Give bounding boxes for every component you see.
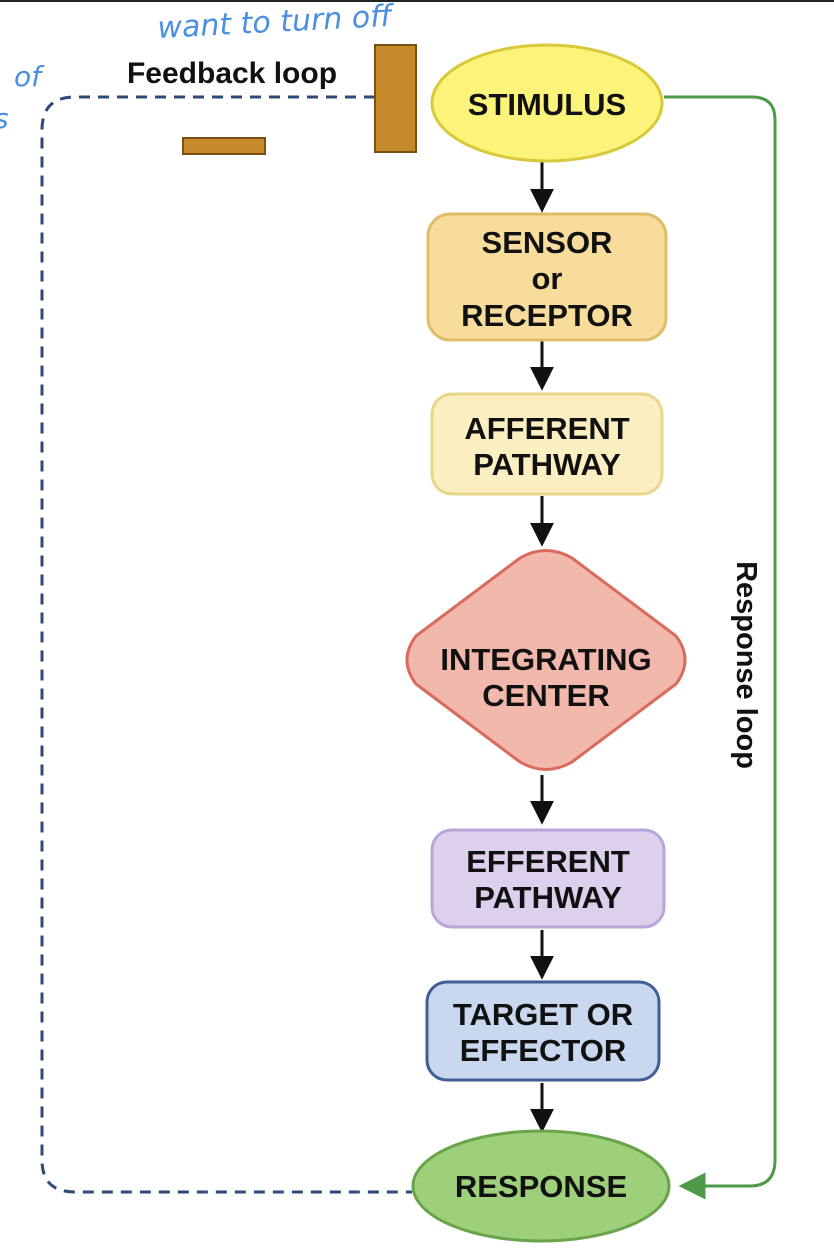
sensor-label-line3: RECEPTOR (461, 298, 633, 333)
feedback-loop-line (40, 95, 412, 1194)
efferent-label-line2: PATHWAY (474, 880, 622, 915)
stimulus-label: STIMULUS (468, 87, 626, 122)
response-node (411, 1129, 671, 1243)
sensor-label-line2: or (532, 261, 563, 296)
efferent-node (430, 828, 666, 929)
response-label: RESPONSE (455, 1169, 627, 1204)
integrating-label-line1: INTEGRATING (440, 642, 651, 677)
target-label-line2: EFFECTOR (460, 1033, 627, 1068)
sensor-label-line1: SENSOR (482, 225, 613, 260)
integrating-label-line2: CENTER (482, 678, 609, 713)
target-label-line1: TARGET OR (453, 997, 633, 1032)
handwritten-note-left-2: s (0, 102, 9, 135)
response-loop-label: Response loop (730, 561, 762, 769)
sensor-node (426, 212, 668, 342)
efferent-label-line1: EFFERENT (466, 844, 630, 879)
response-loop-line (664, 95, 777, 1200)
afferent-label-line2: PATHWAY (473, 447, 621, 482)
afferent-label-line1: AFFERENT (464, 411, 629, 446)
handwritten-note-top: want to turn off (157, 0, 396, 46)
feedback-block-vertical (374, 44, 417, 153)
handwritten-note-left-1: of (14, 60, 45, 93)
target-node (425, 980, 661, 1082)
integrating-center-node (405, 549, 687, 771)
feedback-loop-label: Feedback loop (127, 57, 337, 90)
feedback-block-horizontal (182, 137, 266, 155)
stimulus-node (430, 43, 664, 163)
afferent-node (430, 392, 664, 496)
